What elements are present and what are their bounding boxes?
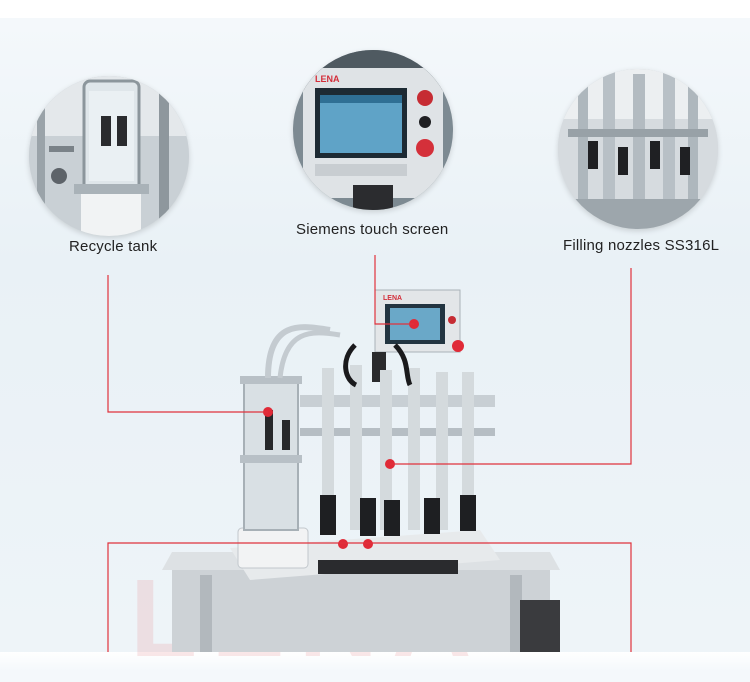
machine-illustration: LENA (107, 255, 632, 652)
leader-line-recycle-tank (107, 275, 268, 413)
leader-line-filling-nozzles (390, 268, 632, 465)
svg-text:LENA: LENA (383, 295, 402, 302)
panel-logo: LENA (315, 74, 340, 84)
nozzle (384, 500, 400, 536)
leader-line-touch-screen (374, 255, 414, 325)
leader-lines (107, 255, 632, 652)
filling-nozzles-photo (558, 69, 718, 229)
callout-label-touch-screen: Siemens touch screen (296, 221, 449, 238)
callout-label-recycle-tank: Recycle tank (69, 238, 158, 255)
nozzle (460, 495, 476, 531)
top-band (0, 0, 750, 18)
callout-label-filling-nozzles: Filling nozzles SS316L (563, 237, 720, 254)
leader-line-base (107, 542, 632, 652)
touch-screen-photo: LENA (293, 50, 453, 210)
nozzle (320, 495, 336, 535)
recycle-tank-photo (29, 76, 189, 236)
nozzle (360, 498, 376, 536)
nozzle (424, 498, 440, 534)
